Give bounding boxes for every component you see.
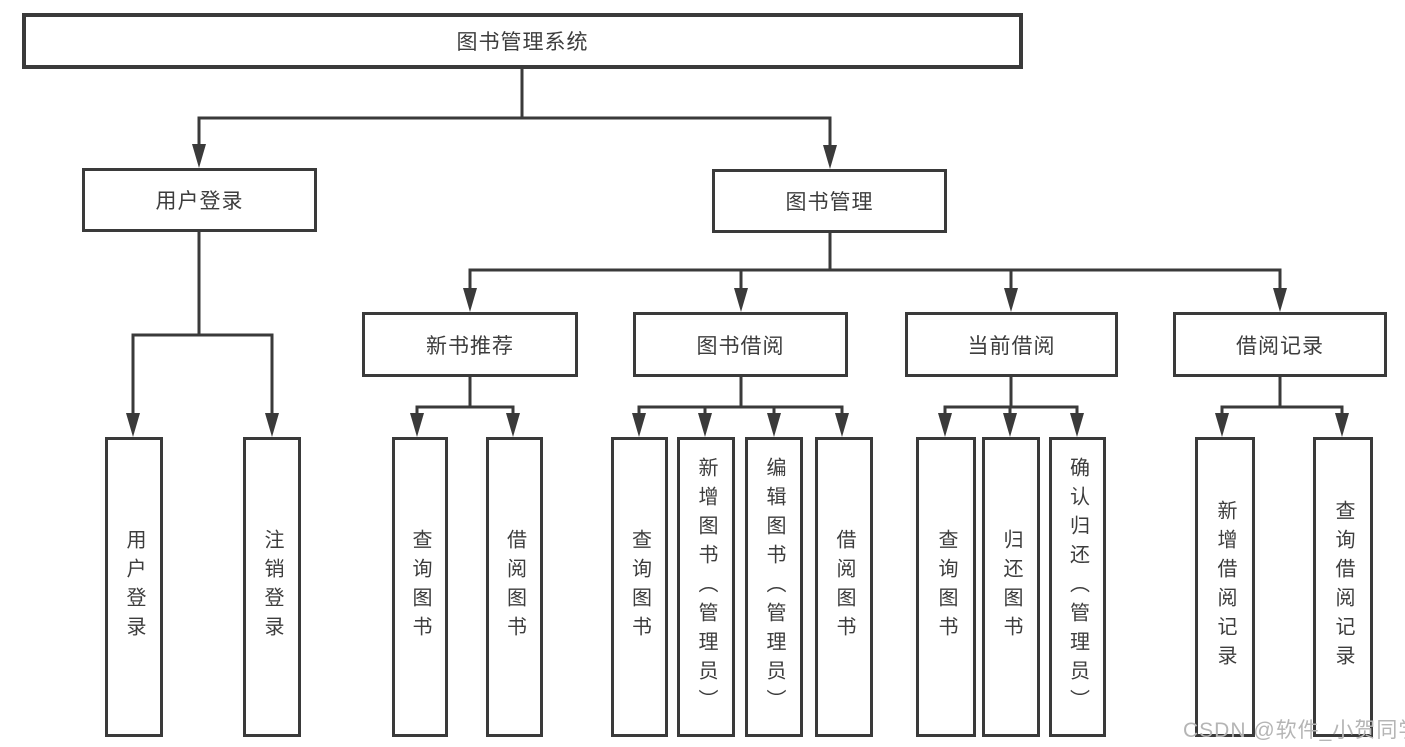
leaf-add-books-admin: 新增图书（管理员）: [677, 437, 735, 737]
node-new-book-recommend: 新书推荐: [362, 312, 578, 377]
node-system-root: 图书管理系统: [22, 13, 1023, 69]
node-label: 图书管理系统: [456, 31, 589, 54]
leaf-edit-books-admin: 编辑图书（管理员）: [745, 437, 803, 737]
node-label: 新书推荐: [426, 334, 514, 358]
leaf-label: 新增借阅记录: [1214, 500, 1236, 674]
node-book-borrowing: 图书借阅: [633, 312, 848, 377]
node-current-borrowing: 当前借阅: [905, 312, 1118, 377]
node-label: 当前借阅: [967, 334, 1056, 358]
leaf-return-books: 归还图书: [982, 437, 1040, 737]
leaf-user-login: 用户登录: [105, 437, 163, 737]
node-borrow-records: 借阅记录: [1173, 312, 1387, 377]
leaf-borrow-books-2: 借阅图书: [815, 437, 873, 737]
leaf-query-borrow-record: 查询借阅记录: [1313, 437, 1373, 737]
csdn-watermark: CSDN @软件_小贺同学: [1183, 719, 1405, 742]
leaf-confirm-return-admin: 确认归还（管理员）: [1049, 437, 1106, 737]
node-user-login: 用户登录: [82, 168, 317, 232]
leaf-label: 编辑图书（管理员）: [763, 456, 785, 718]
arrowhead-icons: [126, 144, 1349, 437]
node-label: 图书管理: [785, 191, 874, 214]
leaf-label: 归还图书: [1000, 529, 1022, 645]
leaf-label: 借阅图书: [833, 529, 855, 645]
node-label: 图书借阅: [696, 334, 785, 358]
leaf-label: 查询图书: [628, 529, 651, 645]
leaf-query-books-1: 查询图书: [392, 437, 448, 737]
leaf-add-borrow-record: 新增借阅记录: [1195, 437, 1255, 737]
leaf-label: 查询图书: [935, 529, 957, 645]
leaf-label: 新增图书（管理员）: [695, 456, 717, 718]
leaf-borrow-books-1: 借阅图书: [486, 437, 543, 737]
node-label: 用户登录: [155, 190, 244, 213]
leaf-label: 用户登录: [123, 529, 145, 645]
leaf-label: 注销登录: [261, 529, 283, 645]
node-book-management: 图书管理: [712, 169, 947, 233]
leaf-logout: 注销登录: [243, 437, 301, 737]
leaf-label: 借阅图书: [503, 529, 526, 645]
leaf-query-books-3: 查询图书: [916, 437, 976, 737]
leaf-label: 确认归还（管理员）: [1066, 456, 1089, 718]
node-label: 借阅记录: [1236, 334, 1324, 358]
leaf-label: 查询借阅记录: [1332, 500, 1354, 674]
leaf-label: 查询图书: [409, 529, 431, 645]
leaf-query-books-2: 查询图书: [611, 437, 668, 737]
